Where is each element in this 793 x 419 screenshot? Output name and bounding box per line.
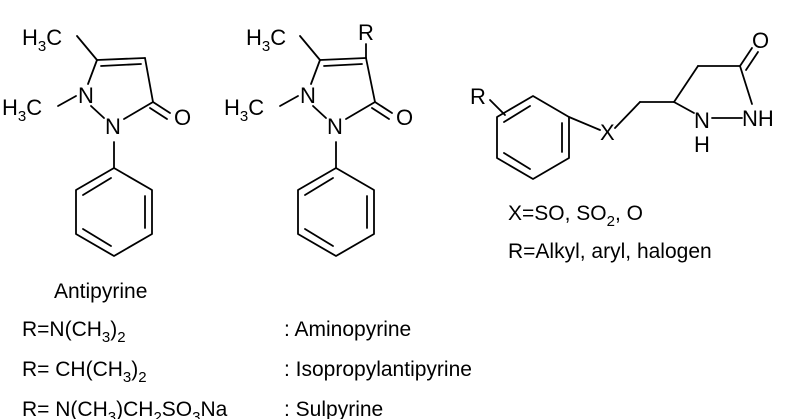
substituent-formula: R= N(CH3)CH2SO3Na <box>22 398 228 419</box>
molecule2-methyl-n: H3C <box>224 95 264 125</box>
bond <box>144 57 154 103</box>
bond <box>82 177 112 196</box>
molecule3-n-left: N <box>694 108 710 133</box>
bond <box>312 105 327 119</box>
bond <box>299 35 321 61</box>
bond <box>374 101 393 114</box>
molecule2-methyl-top: H3C <box>246 25 286 55</box>
substituent-drug-name: : Sulpyrine <box>284 398 383 419</box>
bond <box>365 57 376 103</box>
bond <box>123 101 154 120</box>
bond <box>90 105 105 119</box>
antipyrine-structure: H3C H3C N N O Antipyrine <box>2 25 191 303</box>
bond <box>745 51 759 71</box>
substituted-antipyrine-structure: H3C R H3C N N O <box>224 20 413 257</box>
bond <box>739 47 753 67</box>
bond <box>76 35 98 61</box>
antipyrine-phenyl-ring <box>75 167 153 257</box>
substituent-formula: R=N(CH3)2 <box>22 318 126 346</box>
antipyrine-oxygen: O <box>174 105 191 130</box>
bond <box>345 101 376 120</box>
antipyrine-methyl-top: H3C <box>22 25 62 55</box>
pyrazolidinone-structure: R X O NH N H X=SO, SO2, O R=Alkyl, aryl,… <box>470 28 774 263</box>
molecule3-x-atom: X <box>600 120 615 145</box>
bond <box>614 101 641 129</box>
bond <box>503 105 531 123</box>
bond <box>96 57 146 61</box>
substituent-drug-name: : Aminopyrine <box>284 318 411 341</box>
molecule2-phenyl-ring <box>297 167 375 257</box>
bond <box>673 101 695 114</box>
bond <box>310 59 321 85</box>
molecule3-oxygen: O <box>752 28 769 53</box>
bond <box>279 95 299 107</box>
bond <box>82 228 112 247</box>
molecule2-n2: N <box>327 114 343 139</box>
substituent-drug-name: : Isopropylantipyrine <box>284 358 472 381</box>
molecule3-r-definition: R=Alkyl, aryl, halogen <box>508 240 712 263</box>
bond <box>489 99 506 116</box>
antipyrine-methyl-n: H3C <box>2 95 42 125</box>
bond <box>673 65 699 103</box>
antipyrine-n2: N <box>105 114 121 139</box>
antipyrine-name: Antipyrine <box>54 280 147 303</box>
molecule3-benzene-ring <box>496 95 570 180</box>
molecule2-r-group: R <box>358 20 374 45</box>
bond <box>304 228 334 247</box>
molecule3-h-left: H <box>694 132 710 157</box>
substituent-formula: R= CH(CH3)2 <box>22 358 147 386</box>
bond <box>100 63 142 67</box>
molecule3-r-group: R <box>470 84 486 109</box>
molecule2-n1: N <box>300 83 316 108</box>
bond <box>87 59 98 85</box>
antipyrine-n1: N <box>78 83 94 108</box>
bond <box>323 63 363 67</box>
bond <box>371 107 390 120</box>
bond <box>319 57 367 61</box>
bond <box>149 107 168 120</box>
bond <box>304 177 334 196</box>
substituent-table: R=N(CH3)2 : Aminopyrine R= CH(CH3)2 : Isopr… <box>22 318 472 419</box>
molecule3-x-definition: X=SO, SO2, O <box>508 202 643 230</box>
molecule3-nh-right: NH <box>742 106 774 131</box>
bond <box>503 152 531 170</box>
bond <box>739 65 753 105</box>
bond <box>57 95 77 107</box>
bond <box>152 101 171 114</box>
molecule2-oxygen: O <box>396 105 413 130</box>
bond <box>568 116 601 131</box>
